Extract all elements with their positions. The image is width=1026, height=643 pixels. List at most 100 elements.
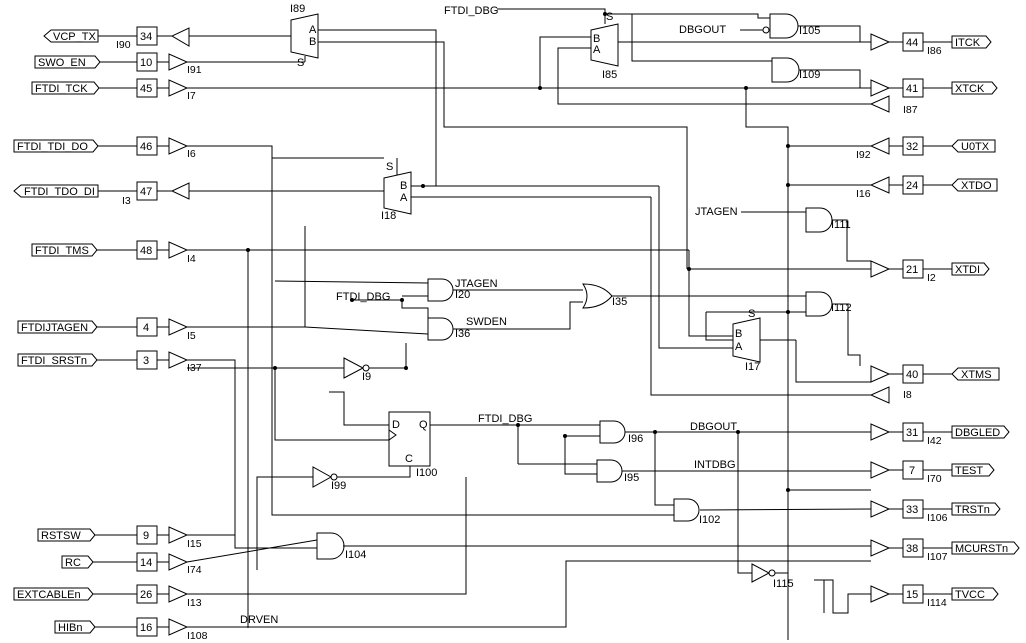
inst-label: I108 (187, 630, 208, 642)
port-label: FTDI_TMS (35, 245, 89, 257)
port-vcp-tx: VCP_TX 34 I90 (43, 26, 190, 51)
gate-label: I109 (799, 69, 820, 81)
pin-number: 15 (906, 589, 918, 601)
not-gate-i115: I115 (751, 563, 794, 590)
net-swden: SWDEN (466, 316, 507, 328)
pin-b-label: B (400, 180, 407, 192)
gate-label: I18 (381, 210, 396, 222)
inst-label: I3 (122, 195, 131, 207)
mux-i17: I17 B A S (732, 308, 761, 373)
pin-number: 26 (140, 589, 152, 601)
gate-label: I104 (345, 549, 366, 561)
port-label: SWO_EN (38, 57, 86, 69)
pin-number: 45 (140, 83, 152, 95)
pin-number: 16 (140, 622, 152, 634)
or-gate-i35: I35 (582, 283, 627, 309)
pin-a-label: A (593, 44, 601, 56)
pin-number: 44 (906, 37, 918, 49)
port-ftdi-tms: FTDI_TMS 48 I4 (31, 240, 196, 265)
and-gate-i102: I102 (673, 498, 720, 526)
gate-label: I102 (699, 514, 720, 526)
gate-label: I9 (362, 371, 371, 383)
port-rc: RC 14 I74 (61, 552, 202, 576)
pin-number: 7 (909, 465, 915, 477)
port-extcablen: EXTCABLEn 26 I13 (13, 584, 202, 609)
port-tvcc: 15 I114 TVCC (870, 584, 999, 609)
inst-label: I7 (187, 90, 196, 102)
pin-b-label: B (309, 36, 316, 48)
port-label: U0TX (961, 141, 990, 153)
and-gate-i112: I112 (805, 291, 852, 317)
port-ftdi-tck: FTDI_TCK 45 I7 (31, 78, 196, 102)
gate-label: I17 (745, 361, 760, 373)
inst-label: I4 (187, 253, 196, 265)
pin-number: 34 (140, 31, 152, 43)
port-ftdijtagen: FTDIJTAGEN 4 I5 (17, 317, 196, 342)
gate-label: I85 (602, 69, 617, 81)
pin-number: 3 (143, 355, 149, 367)
inst-label: I106 (927, 512, 948, 524)
inst-label: I86 (927, 45, 942, 57)
port-label: TEST (955, 465, 983, 477)
and-gate-i96: I96 (599, 420, 643, 445)
gate-label: I105 (799, 25, 820, 37)
pin-number: 32 (906, 141, 918, 153)
inst-label: I74 (187, 564, 202, 576)
port-xtck: 41 I87 XTCK (869, 78, 998, 116)
pin-number: 14 (140, 557, 152, 569)
port-label: FTDI_TDO_DI (24, 186, 95, 198)
inst-label: I13 (187, 597, 202, 609)
inst-label: I8 (903, 389, 912, 401)
port-label: EXTCABLEn (17, 589, 81, 601)
port-label: RC (65, 557, 81, 569)
net-ftdi-dbg-ff: FTDI_DBG (478, 413, 532, 425)
pin-number: 41 (906, 83, 918, 95)
pin-number: 21 (906, 264, 918, 276)
and-gate-i104: I104 (316, 532, 366, 561)
port-label: MCURSTn (955, 543, 1008, 555)
inst-label: I92 (856, 149, 871, 161)
gate-label: I111 (831, 219, 851, 231)
gate-label: I99 (331, 480, 346, 492)
wires (186, 8, 872, 640)
pin-b-label: B (593, 33, 600, 45)
port-label: XTMS (961, 369, 992, 381)
gate-label: I112 (831, 302, 852, 314)
port-xtdo: I16 24 XTDO (856, 175, 998, 200)
port-label: RSTSW (41, 530, 81, 542)
net-jtagen-right: JTAGEN (695, 206, 738, 218)
port-label: XTDO (961, 180, 992, 192)
gate-label: I95 (624, 472, 639, 484)
pin-number: 10 (140, 57, 152, 69)
inst-label: I90 (116, 39, 131, 51)
port-label: TRSTn (955, 504, 990, 516)
gate-label: I100 (416, 467, 437, 479)
port-label: ITCK (955, 37, 981, 49)
gate-label: I89 (290, 3, 305, 15)
pin-number: 31 (906, 427, 918, 439)
inst-label: I107 (927, 551, 948, 563)
inst-label: I70 (927, 473, 942, 485)
port-ftdi-tdo-di: FTDI_TDO_DI 47 I3 (13, 181, 190, 207)
port-ftdi-tdi-do: FTDI_TDI_DO 46 I6 (13, 136, 196, 160)
pin-number: 46 (140, 141, 152, 153)
and-gate-i36: I36 (427, 317, 470, 341)
inst-label: I114 (927, 597, 947, 609)
inst-label: I91 (187, 64, 202, 76)
not-gate-i9: I9 (343, 357, 371, 383)
dff-i100: D Q C I100 (388, 411, 437, 479)
not-gate-i99: I99 (312, 466, 346, 492)
port-trstn: 33 I106 TRSTn (870, 499, 1001, 524)
net-ftdi-dbg-mid: FTDI_DBG (336, 291, 390, 303)
pin-s-label: S (297, 57, 304, 69)
inst-label: I6 (187, 148, 196, 160)
net-intdbg: INTDBG (694, 459, 736, 471)
gate-label: I115 (773, 578, 794, 590)
mux-i89: I89 A B S (290, 3, 319, 69)
port-label: VCP_TX (53, 31, 96, 43)
mux-i85: I85 B A S (590, 11, 619, 81)
inst-label: I2 (927, 272, 936, 284)
pin-a-label: A (400, 192, 408, 204)
net-drven: DRVEN (240, 614, 278, 626)
